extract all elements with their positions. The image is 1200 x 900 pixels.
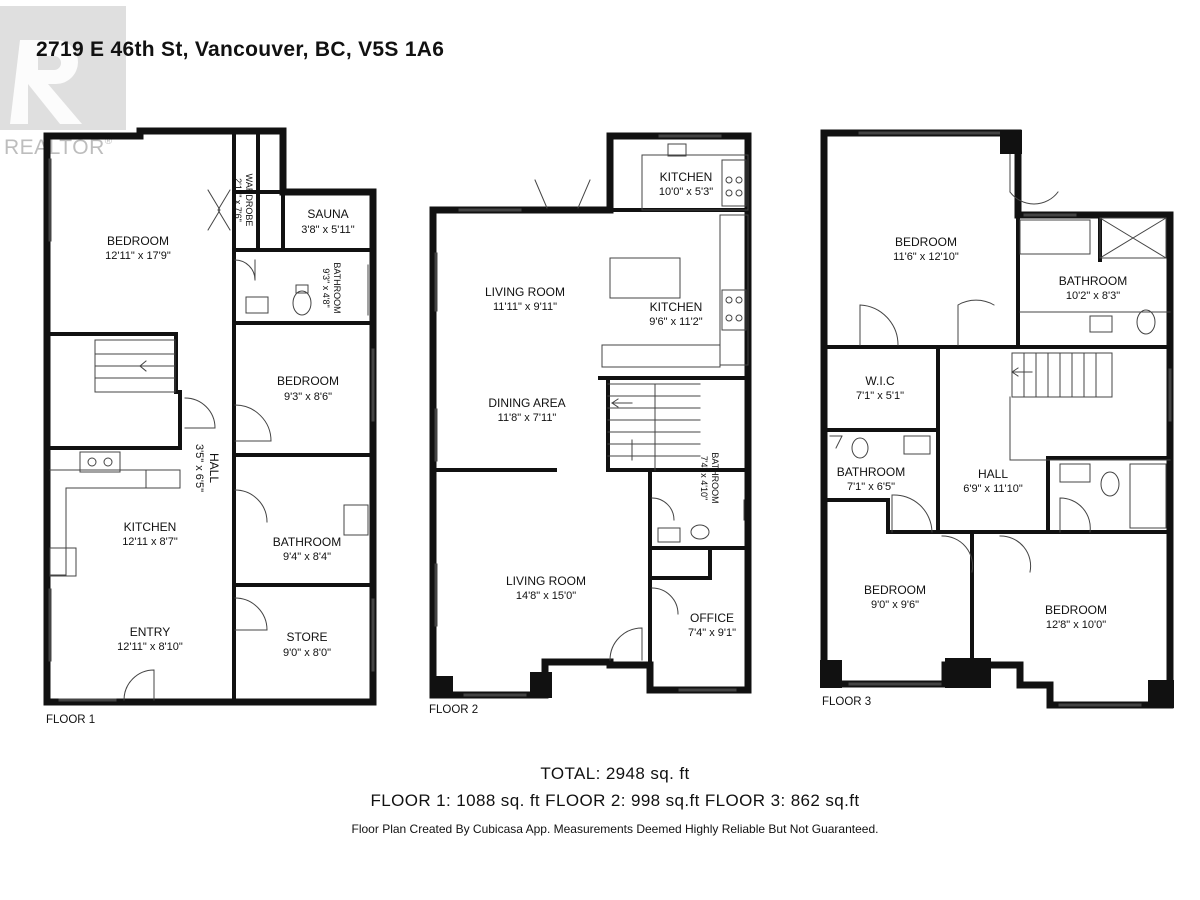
room-dims: 6'9" x 11'10"	[963, 483, 1023, 495]
room-name: BEDROOM	[864, 583, 926, 597]
room-dims: 12'11" x 8'10"	[117, 641, 183, 653]
room-name: W.I.C	[865, 374, 895, 388]
room-name: BEDROOM	[1045, 603, 1107, 617]
room-name: DINING AREA	[488, 396, 565, 410]
room-name: BEDROOM	[895, 235, 957, 249]
room-name: HALL	[978, 467, 1008, 481]
floor-label: FLOOR 3	[822, 696, 871, 708]
room-dims: 9'4" x 8'4"	[283, 551, 331, 563]
room-name: BATHROOM	[1059, 274, 1127, 288]
room-dims: 9'6" x 11'2"	[649, 316, 702, 328]
room-dims: 9'0" x 8'0"	[283, 647, 331, 659]
room-dims: 10'2" x 8'3"	[1066, 290, 1120, 302]
floor-3-walls	[820, 129, 1174, 709]
floor-1-labels: BEDROOM 12'11" x 17'9" WARDROBE 2'11" x …	[105, 174, 355, 659]
room-dims: 12'8" x 10'0"	[1046, 619, 1106, 631]
floor-label: FLOOR 1	[46, 714, 95, 726]
room-name: KITCHEN	[124, 520, 177, 534]
room-name: STORE	[286, 630, 327, 644]
room-name: BEDROOM	[107, 234, 169, 248]
floor-label: FLOOR 2	[429, 704, 478, 716]
room-name: SAUNA	[307, 207, 348, 221]
floor-2-labels: KITCHEN 10'0" x 5'3" LIVING ROOM 11'11" …	[485, 170, 736, 639]
floor-3-fixtures	[829, 131, 1172, 707]
room-dims: 7'1" x 5'1"	[856, 390, 904, 402]
room-name: KITCHEN	[650, 300, 703, 314]
floor-1-interior-walls	[45, 134, 375, 704]
property-address: 2719 E 46th St, Vancouver, BC, V5S 1A6	[36, 38, 445, 61]
room-name: LIVING ROOM	[506, 574, 586, 588]
disclaimer-note: Floor Plan Created By Cubicasa App. Meas…	[351, 822, 879, 836]
room-dims: 12'11" x 17'9"	[105, 250, 171, 262]
room-name: OFFICE	[690, 611, 734, 625]
room-dims: 9'3" x 8'6"	[284, 391, 332, 403]
room-dims: 7'1" x 6'5"	[847, 481, 895, 493]
realtor-logo: REALTOR®	[0, 6, 126, 159]
room-dims: 7'4" x 4'10"	[699, 456, 709, 500]
room-dims: 2'11" x 7'6"	[233, 178, 243, 222]
room-name: ENTRY	[130, 625, 170, 639]
room-dims: 9'0" x 9'6"	[871, 599, 919, 611]
floor-3-labels: BEDROOM 11'6" x 12'10" BATHROOM 10'2" x …	[837, 235, 1127, 631]
room-dims: 9'3" x 4'8"	[321, 268, 331, 307]
floor-1-fixtures	[48, 158, 375, 702]
room-dims: 3'8" x 5'11"	[301, 224, 354, 236]
total-area: TOTAL: 2948 sq. ft	[540, 764, 690, 783]
floor-area-breakdown: FLOOR 1: 1088 sq. ft FLOOR 2: 998 sq.ft …	[370, 791, 860, 810]
floor-plan-drawing: BEDROOM 12'11" x 17'9" WARDROBE 2'11" x …	[43, 127, 1174, 726]
room-dims: 12'11 x 8'7"	[122, 536, 178, 548]
room-name: BEDROOM	[277, 374, 339, 388]
floor-2-interior-walls	[431, 208, 750, 692]
room-dims: 11'11" x 9'11"	[493, 301, 557, 313]
room-name: KITCHEN	[660, 170, 713, 184]
room-dims: 10'0" x 5'3"	[659, 186, 713, 198]
room-dims: 7'4" x 9'1"	[688, 627, 736, 639]
room-name: HALL	[207, 453, 221, 483]
room-dims: 3'5" x 6'5"	[193, 444, 205, 492]
room-dims: 14'8" x 15'0"	[516, 590, 576, 602]
room-name: BATHROOM	[273, 535, 341, 549]
room-name: BATHROOM	[332, 262, 342, 313]
room-name: LIVING ROOM	[485, 285, 565, 299]
room-dims: 11'8" x 7'11"	[498, 412, 557, 424]
floor-2-fixtures	[434, 134, 749, 697]
svg-text:REALTOR®: REALTOR®	[4, 136, 113, 159]
room-name: WARDROBE	[244, 174, 254, 227]
room-dims: 11'6" x 12'10"	[893, 251, 959, 263]
room-name: BATHROOM	[837, 465, 905, 479]
room-name: BATHROOM	[710, 452, 720, 503]
